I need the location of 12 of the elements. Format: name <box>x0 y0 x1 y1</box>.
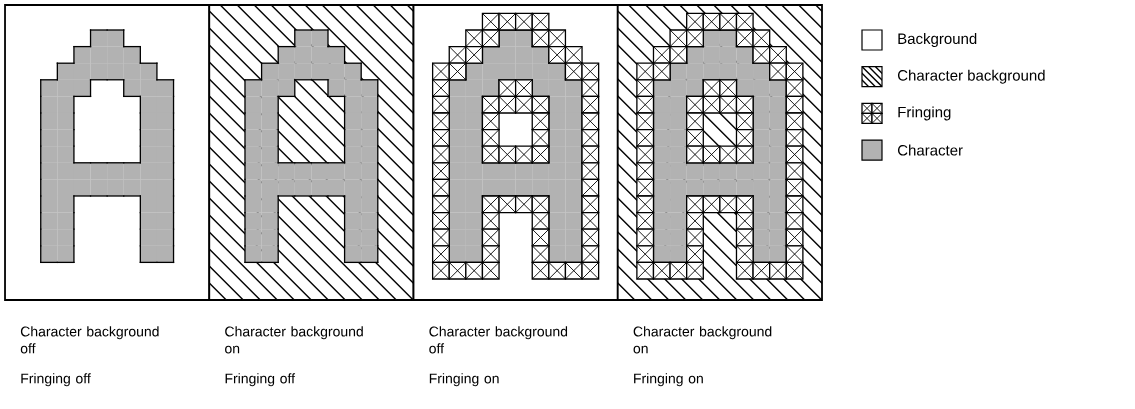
caption: Fringing off <box>21 373 91 387</box>
caption: Character background off <box>429 326 568 354</box>
caption: Character background on <box>633 326 772 354</box>
caption: Character background on <box>225 326 363 354</box>
legend-label: Fringing <box>898 106 951 121</box>
caption: Fringing on <box>429 373 499 387</box>
caption: Fringing on <box>634 373 703 387</box>
legend-label: Character <box>897 144 963 156</box>
legend-label: Background <box>898 33 977 47</box>
caption: Character background off <box>20 326 159 354</box>
caption: Fringing off <box>225 373 296 387</box>
legend-label: Character background <box>897 69 1045 84</box>
